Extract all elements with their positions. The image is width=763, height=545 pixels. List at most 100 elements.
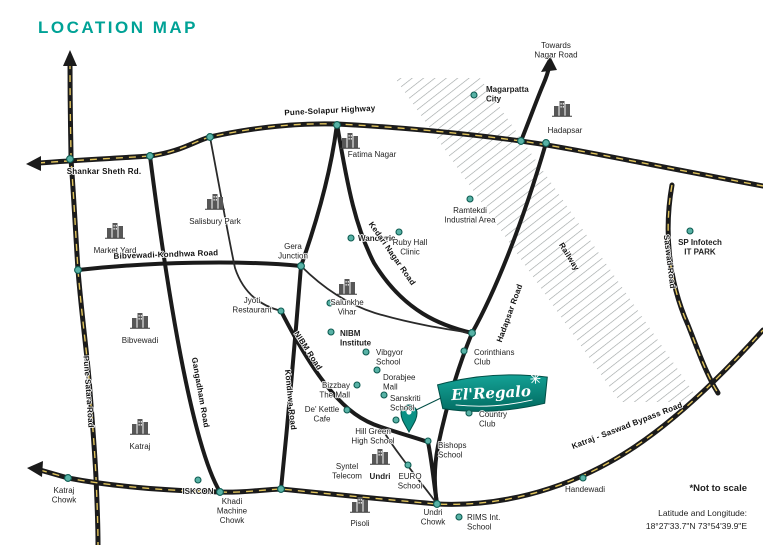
sanskriti-school-marker	[380, 391, 388, 399]
shankar-sheth-rd-label: Shankar Sheth Rd.	[67, 167, 142, 176]
elregalo-logo: El'Regalo	[436, 373, 548, 412]
arrow-west-highway-icon	[26, 156, 41, 171]
place-handewadi: Handewadi	[564, 474, 606, 495]
junction-dot	[517, 137, 525, 145]
road-nibm-south	[426, 440, 439, 506]
junction-layer	[64, 121, 550, 508]
junction-dot	[216, 488, 224, 496]
not-to-scale-note: *Not to scale	[689, 482, 747, 494]
hadapsar-label: Hadapsar	[548, 126, 583, 135]
bibvewadi-kondhwa-road-label: Bibvewadi-Kondhwa Road	[113, 248, 218, 261]
place-kondhwa-road: Kondhwa Road	[282, 368, 299, 431]
pune-solapur-highway-label: Pune-Solapur Highway	[284, 104, 376, 118]
map-notes: *Not to scale Latitude and Longitude: 18…	[646, 482, 747, 533]
road-salunkhe-link	[300, 265, 473, 334]
road-kondhwa	[279, 264, 303, 491]
iskcon-marker	[194, 476, 202, 484]
market-yard-label: Market Yard	[94, 246, 137, 255]
katraj-label: Katraj	[130, 442, 151, 451]
vibgyor-school-marker	[362, 348, 370, 356]
salisbury-park-label: Salisbury Park	[189, 217, 242, 226]
place-hadapsar: Hadapsar	[547, 101, 583, 136]
fatima-nagar-buildings-icon	[340, 133, 360, 149]
junction-dot	[297, 262, 305, 270]
nibm-road-label: NIBM Road	[292, 330, 324, 372]
place-pune-satara-road: Pune-Satara Road	[81, 355, 97, 429]
junction-dot	[206, 133, 214, 141]
road-kedari-nagar	[335, 122, 474, 335]
bizzbay-the-mall-marker	[353, 381, 361, 389]
railway-hatch-band	[395, 78, 700, 402]
place-fatima-nagar: Fatima Nagar	[340, 133, 397, 160]
elregalo-pin-icon	[400, 396, 444, 434]
place-pune-solapur-highway: Pune-Solapur Highway	[283, 103, 376, 118]
hadapsar-buildings-icon	[552, 101, 572, 117]
dorabjee-mall-marker	[373, 366, 381, 374]
rims-int-school-label: RIMS Int.School	[467, 513, 500, 532]
highway-saswad-dash	[667, 184, 719, 394]
junction-dot	[146, 152, 154, 160]
euro-school-marker	[404, 461, 412, 469]
arrow-west-bypass-icon	[27, 461, 43, 477]
place-katraj: Katraj	[129, 419, 151, 452]
elregalo-swoosh	[455, 399, 533, 407]
undri-label: Undri	[370, 472, 391, 481]
saswad-road-label: Saswad Road	[662, 234, 678, 289]
bibvewadi-label: Bibvewadi	[122, 336, 159, 345]
rims-int-school-marker	[455, 513, 463, 521]
place-hadapsar-road: Hadapsar Road	[494, 282, 525, 344]
jyoti-restaurant-marker	[277, 307, 285, 315]
place-bibvewadi: Bibvewadi	[121, 313, 159, 346]
hill-green-high-school-marker	[392, 416, 400, 424]
corinthians-club-marker	[460, 347, 468, 355]
place-wanowrie: Wanowrie	[347, 233, 397, 244]
de-kettle-cafe-marker	[343, 406, 351, 414]
place-rims-int-school: RIMS Int.School	[455, 512, 501, 532]
wanowrie-marker	[347, 234, 355, 242]
handewadi-label: Handewadi	[565, 485, 605, 494]
kondhwa-road-label: Kondhwa Road	[283, 369, 298, 430]
place-nibm-road: NIBM Road	[291, 329, 324, 373]
place-pisoli: Pisoli	[350, 497, 371, 529]
junction-dot	[66, 155, 74, 163]
market-yard-buildings-icon	[105, 223, 125, 239]
arrow-towards-nagar-icon	[541, 56, 557, 72]
country-club-marker	[465, 409, 473, 417]
junction-dot	[542, 139, 550, 147]
elregalo-star-icon	[530, 373, 541, 384]
hadapsar-road-label: Hadapsar Road	[495, 283, 524, 344]
handewadi-marker	[579, 474, 587, 482]
junction-dot	[433, 500, 441, 508]
road-nagar	[519, 65, 551, 143]
katraj-buildings-icon	[130, 419, 150, 435]
